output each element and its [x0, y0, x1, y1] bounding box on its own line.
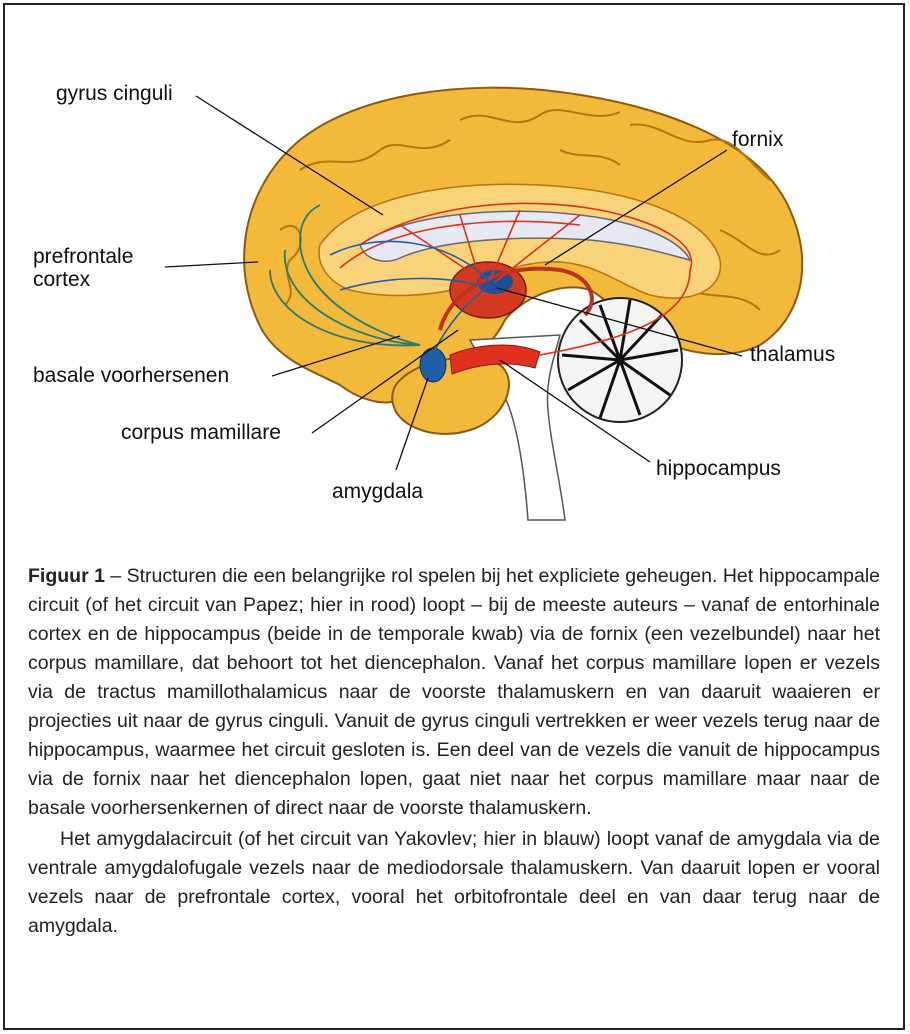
- caption-text-1: – Structuren die een belangrijke rol spe…: [28, 565, 880, 819]
- label-prefrontale: prefrontale: [33, 245, 133, 269]
- label-gyrus-cinguli: gyrus cinguli: [56, 82, 173, 106]
- label-corpus-mamillare: corpus mamillare: [121, 421, 281, 445]
- label-fornix: fornix: [732, 128, 783, 152]
- amygdala-shape: [420, 348, 446, 382]
- caption-paragraph-2: Het amygdalacircuit (of het circuit van …: [28, 825, 880, 941]
- figure-caption: Figuur 1 – Structuren die een belangrijk…: [28, 562, 880, 941]
- label-cortex: cortex: [33, 268, 90, 292]
- label-thalamus: thalamus: [750, 343, 835, 367]
- label-basale-voorhersenen: basale voorhersenen: [33, 364, 229, 388]
- figure-label: Figuur 1: [28, 565, 105, 587]
- caption-paragraph-1: Figuur 1 – Structuren die een belangrijk…: [28, 562, 880, 823]
- label-amygdala: amygdala: [332, 480, 423, 504]
- label-hippocampus: hippocampus: [656, 457, 781, 481]
